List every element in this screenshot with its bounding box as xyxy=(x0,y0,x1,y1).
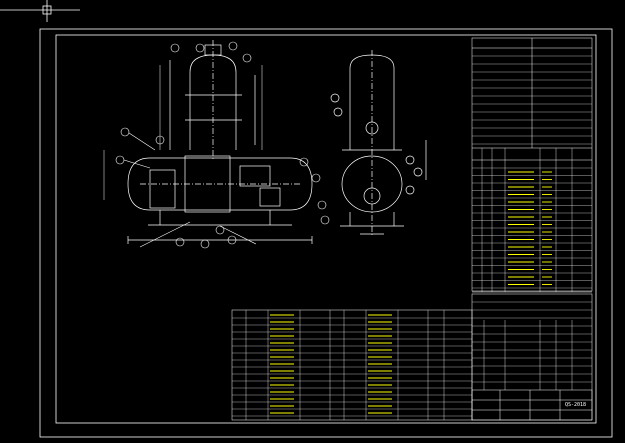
dimension-lines-left xyxy=(103,65,263,200)
sheet-inner-border xyxy=(55,34,597,424)
title-block xyxy=(471,389,593,421)
technical-data-table xyxy=(471,37,593,293)
end-view-vessel xyxy=(330,50,427,235)
nozzle-table-columns xyxy=(481,148,573,292)
vertical-dome-view xyxy=(169,40,256,160)
crosshair-cursor-icon xyxy=(0,0,80,22)
table-text-marks xyxy=(270,171,552,414)
parts-list-columns xyxy=(245,310,573,420)
balloon-callouts-left xyxy=(115,41,330,249)
drawing-number: QS-2018 xyxy=(565,402,586,408)
sheet-outer-border xyxy=(39,28,613,438)
horizontal-vessel-view xyxy=(127,155,313,244)
